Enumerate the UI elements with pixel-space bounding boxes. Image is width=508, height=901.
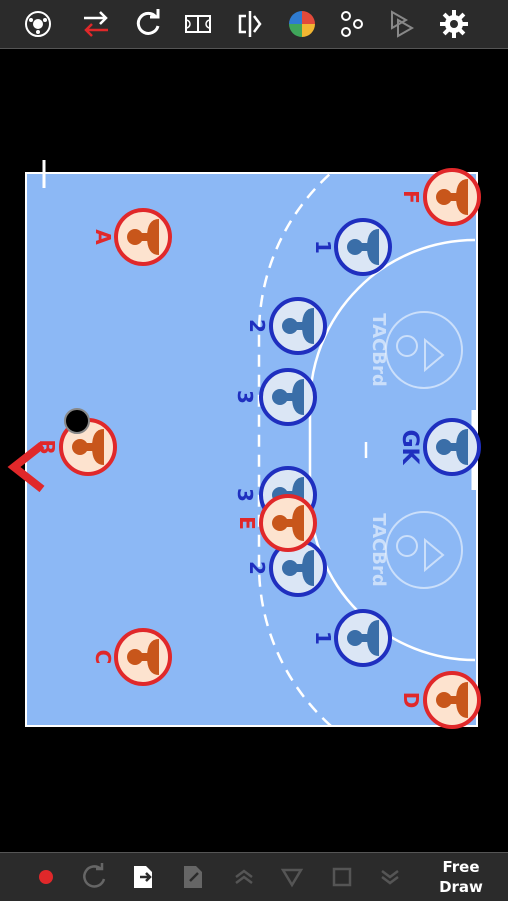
red-player[interactable] [259, 494, 317, 552]
red-player[interactable] [114, 628, 172, 686]
court-area: TACBrd TACBrd 1 2 3 GK 3 2 1 F A B [0, 48, 508, 852]
blue-player[interactable] [259, 368, 317, 426]
court-icon[interactable] [178, 4, 218, 44]
red-player-label: F [399, 190, 423, 204]
blue-player-label: 2 [245, 561, 269, 575]
blue-player-label: GK [397, 429, 422, 465]
bottom-toolbar: Free Draw [0, 852, 508, 901]
direction-chevron-icon[interactable] [7, 441, 45, 493]
last-frame-icon[interactable] [370, 857, 410, 897]
free-draw-button[interactable]: Free Draw [418, 857, 504, 901]
red-player[interactable] [423, 671, 481, 729]
record-button[interactable] [26, 857, 66, 897]
play-triangle-icon[interactable] [272, 857, 312, 897]
free-draw-label-line1: Free [442, 858, 480, 876]
blue-player-label: 1 [311, 240, 335, 254]
undo-icon[interactable] [75, 857, 115, 897]
blue-player-label: 3 [233, 390, 257, 404]
watermark-logo [385, 311, 463, 589]
flip-icon[interactable] [230, 4, 270, 44]
blue-player[interactable] [334, 609, 392, 667]
red-player[interactable] [423, 168, 481, 226]
blue-goalkeeper[interactable] [423, 418, 481, 476]
blue-player[interactable] [334, 218, 392, 276]
ball[interactable] [64, 408, 90, 434]
red-player-label: A [91, 229, 115, 245]
watermark-text: TACBrd [368, 313, 389, 387]
formation-icon[interactable] [332, 4, 372, 44]
red-player-label: D [399, 692, 423, 709]
court-canvas[interactable]: TACBrd TACBrd 1 2 3 GK 3 2 1 F A B [0, 48, 508, 852]
blue-player-label: 2 [245, 319, 269, 333]
play-icon[interactable] [382, 4, 422, 44]
blue-player[interactable] [269, 297, 327, 355]
goal-area-line [308, 238, 476, 662]
red-player-label: C [91, 650, 115, 665]
first-frame-icon[interactable] [224, 857, 264, 897]
top-toolbar [0, 0, 508, 49]
rotate-icon[interactable] [128, 4, 168, 44]
gear-icon[interactable] [434, 4, 474, 44]
watermark-text: TACBrd [368, 513, 389, 587]
red-player[interactable] [114, 208, 172, 266]
color-wheel-icon[interactable] [282, 4, 322, 44]
edit-frame-icon[interactable] [174, 857, 214, 897]
blue-player-label: 3 [233, 488, 257, 502]
add-frame-icon[interactable] [124, 857, 164, 897]
red-player-label: E [235, 516, 259, 530]
free-draw-label-line2: Draw [439, 878, 483, 896]
swap-icon[interactable] [76, 4, 116, 44]
stop-icon[interactable] [322, 857, 362, 897]
ball-icon[interactable] [18, 4, 58, 44]
blue-player-label: 1 [311, 631, 335, 645]
